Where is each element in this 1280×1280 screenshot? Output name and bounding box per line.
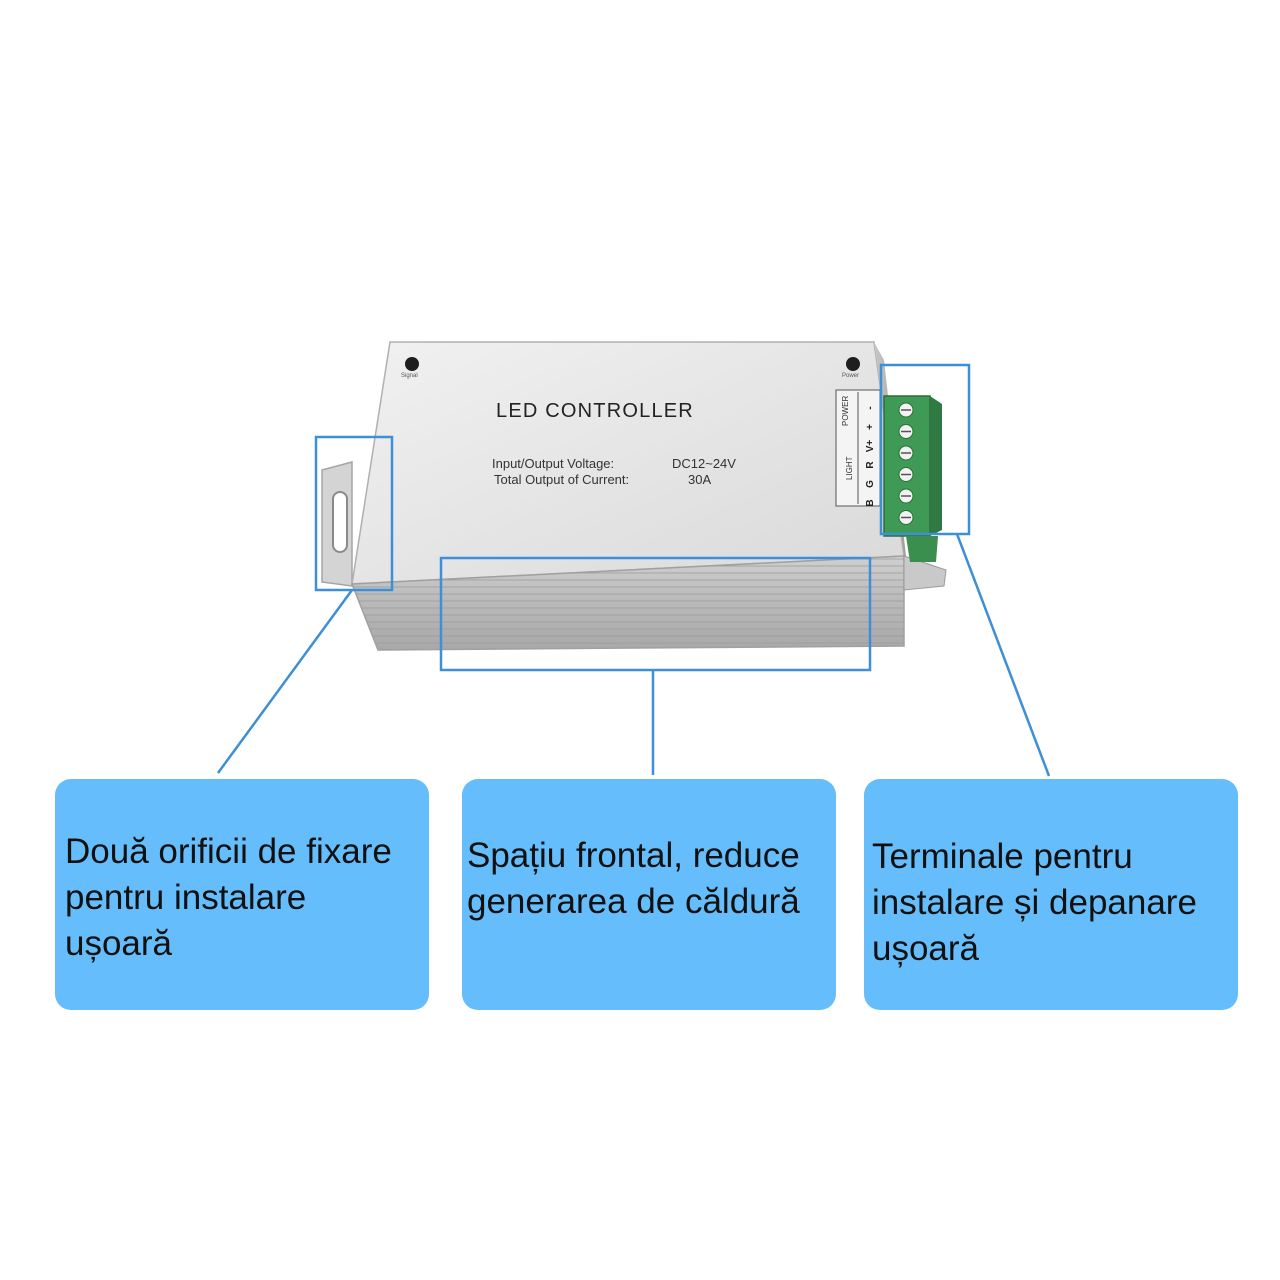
terminal-screws: [898, 402, 914, 525]
callout-line: instalare și depanare: [872, 883, 1197, 922]
mounting-hole: [332, 491, 348, 553]
callout-line: ușoară: [65, 924, 173, 963]
callout-line: Două orificii de fixare: [65, 832, 392, 871]
callout-mounting-holes: Două orificii de fixare pentru instalare…: [55, 779, 429, 1010]
leader-line-right: [955, 533, 1051, 777]
terminal-group-light: LIGHT: [845, 456, 854, 480]
signal-led-label: Signal: [401, 373, 418, 379]
spec-label-2: Total Output of Current:: [494, 472, 629, 487]
terminal-pin-label: +: [865, 424, 876, 430]
terminal-pin-label: G: [865, 480, 876, 488]
callout-line: pentru instalare: [65, 878, 307, 917]
callout-front-space: Spațiu frontal, reduce generarea de căld…: [462, 779, 836, 1010]
device-title: LED CONTROLLER: [496, 400, 694, 422]
terminal-pin-label: -: [865, 406, 876, 409]
callout-line: ușoară: [872, 929, 980, 968]
terminal-pin-labels: - + V+ R G B: [865, 406, 876, 506]
highlight-front-vents: [439, 556, 872, 672]
callout-line: generarea de căldură: [467, 882, 800, 921]
power-led-label: Power: [842, 373, 859, 379]
spec-value-2: 30A: [688, 472, 711, 487]
terminal-pin-label: V+: [865, 440, 876, 453]
spec-value-1: DC12~24V: [672, 456, 736, 471]
highlight-terminals: [879, 363, 971, 536]
terminal-pin-label: B: [865, 499, 876, 506]
power-led: [846, 357, 860, 371]
highlight-mounting-holes: [314, 435, 394, 592]
signal-led: [405, 357, 419, 371]
terminal-group-power: POWER: [841, 396, 850, 426]
terminal-pin-label: R: [865, 461, 876, 469]
callout-line: Spațiu frontal, reduce: [467, 836, 800, 875]
leader-line-left: [216, 589, 354, 774]
housing-top: [351, 341, 905, 585]
callout-terminals: Terminale pentru instalare și depanare u…: [864, 779, 1238, 1010]
callout-line: Terminale pentru: [872, 837, 1133, 876]
spec-label-1: Input/Output Voltage:: [492, 456, 614, 471]
